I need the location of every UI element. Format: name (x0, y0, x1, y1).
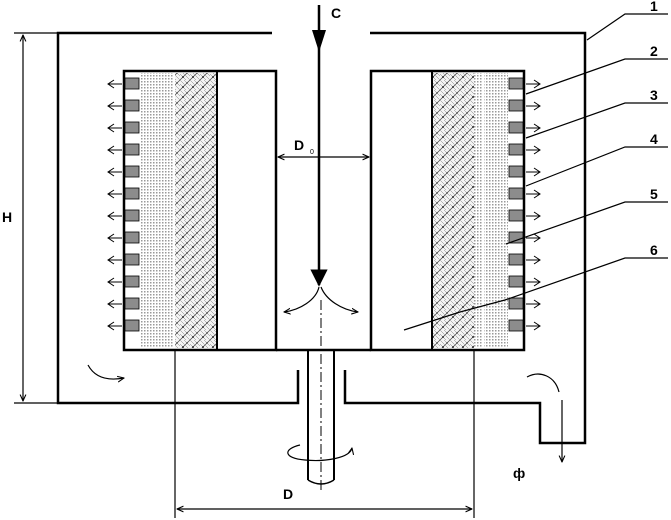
outer-diameter-label: D (283, 486, 293, 502)
perforation-tube (508, 319, 524, 332)
rotation-arrow (287, 444, 352, 462)
callout-leaders (403, 13, 668, 331)
filtrate-arrow (107, 233, 122, 243)
filter-mesh-right (484, 73, 508, 348)
inlet-label: C (331, 5, 341, 21)
perforation-tube (124, 297, 140, 310)
callout-number-5: 5 (650, 186, 658, 202)
filtrate-arrow (107, 123, 122, 133)
filtrate-arrow (526, 299, 541, 309)
rotor-left (107, 69, 278, 352)
perforation-tube (508, 77, 524, 90)
filtrate-arrow (526, 101, 541, 111)
perforation-tube (508, 253, 524, 266)
filtrate-arrow (107, 189, 122, 199)
filtrate-arrow (526, 321, 541, 331)
filtrate-arrow (107, 101, 122, 111)
perforation-tube (508, 231, 524, 244)
perforation-tube (508, 209, 524, 222)
inner-diameter-subscript: 0 (310, 149, 314, 156)
rotor-right (369, 69, 541, 352)
perforation-tube (124, 275, 140, 288)
flow-arrow-right (526, 373, 560, 393)
filtrate-arrow (526, 211, 541, 221)
filtrate-arrows-left (107, 79, 122, 331)
callout-number-4: 4 (650, 131, 658, 147)
filtrate-arrow (526, 123, 541, 133)
filtrate-arrow (526, 145, 541, 155)
outer-diameter-dimension (174, 350, 475, 518)
filtrate-arrow (526, 255, 541, 265)
support-layer-left (165, 73, 174, 348)
perforation-tube (508, 297, 524, 310)
flow-arrow-left (87, 364, 124, 379)
filtrate-arrow (526, 277, 541, 287)
filtrate-arrow (107, 79, 122, 89)
perforation-tube (124, 143, 140, 156)
filtrate-arrow (526, 79, 541, 89)
filtrate-arrows-right (526, 79, 541, 331)
filtrate-arrow (107, 321, 122, 331)
perforation-tubes-left (124, 77, 140, 332)
filtrate-arrow (107, 167, 122, 177)
filtrate-arrow (107, 255, 122, 265)
filtrate-arrow (107, 299, 122, 309)
callout-number-1: 1 (650, 0, 658, 14)
inlet-flow-arrow-split (284, 286, 320, 312)
perforation-tube (124, 99, 140, 112)
filtrate-arrow (107, 211, 122, 221)
callout-number-2: 2 (650, 43, 658, 59)
perforation-tube (508, 275, 524, 288)
filtrate-arrow (107, 277, 122, 287)
callout-numbers: 1 2 3 4 5 6 (650, 0, 658, 258)
perforation-tube (508, 99, 524, 112)
height-label: H (2, 209, 12, 225)
perforation-tube (124, 209, 140, 222)
perforation-tube (508, 187, 524, 200)
perforation-tube (124, 231, 140, 244)
perforation-tube (124, 319, 140, 332)
filter-cake-right (432, 73, 474, 348)
perforation-tube (124, 187, 140, 200)
filtrate-arrow (526, 233, 541, 243)
perforation-tube (124, 77, 140, 90)
drive-shaft (307, 300, 335, 490)
perforation-tube (508, 143, 524, 156)
callout-number-6: 6 (650, 242, 658, 258)
inner-diameter-label: D (294, 137, 304, 153)
filter-cake-left (175, 73, 217, 348)
outlet-label: ф (513, 465, 525, 481)
perforation-tubes-right (508, 77, 524, 332)
height-dimension (14, 32, 58, 404)
callout-number-3: 3 (650, 87, 658, 103)
perforation-tube (124, 253, 140, 266)
perforation-tube (124, 165, 140, 178)
perforation-tube (124, 121, 140, 134)
filtrate-arrow (107, 145, 122, 155)
filtrate-arrow (526, 167, 541, 177)
filter-mesh-left (140, 73, 164, 348)
support-layer-right (474, 73, 483, 348)
filtrate-arrow (526, 189, 541, 199)
perforation-tube (508, 121, 524, 134)
perforation-tube (508, 165, 524, 178)
